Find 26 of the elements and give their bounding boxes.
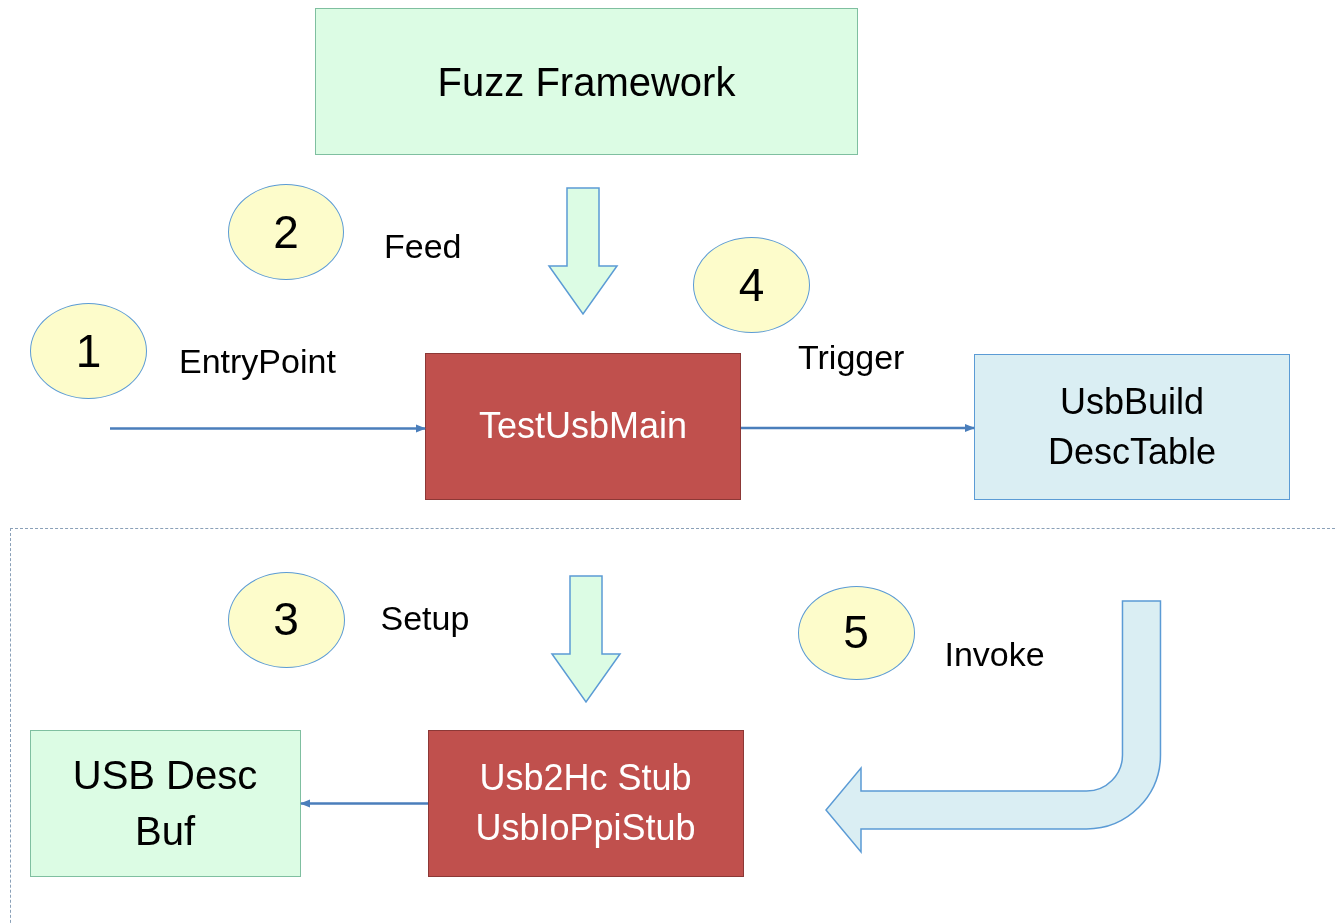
arrow xyxy=(110,424,426,433)
arrow xyxy=(300,799,428,808)
box-label: Usb2Hc Stub UsbIoPpiStub xyxy=(474,755,697,850)
box-label: UsbBuild DescTable xyxy=(1046,379,1218,474)
step-number: 3 xyxy=(273,592,299,648)
box-label: Fuzz Framework xyxy=(437,58,736,106)
process-box xyxy=(29,729,301,877)
process-box xyxy=(974,354,1290,500)
box-label: USB Desc Buf xyxy=(71,752,259,855)
step-number: 2 xyxy=(273,204,299,260)
step-label: Invoke xyxy=(944,634,1045,674)
step-label: Trigger xyxy=(798,338,905,377)
arrow xyxy=(741,424,975,432)
block-arrow xyxy=(825,600,1162,853)
step-label: Setup xyxy=(380,598,470,638)
step-number: 5 xyxy=(843,605,869,661)
step-number: 4 xyxy=(738,257,765,313)
step-number: 1 xyxy=(75,323,102,379)
block-arrow xyxy=(550,575,622,704)
step-label: Feed xyxy=(384,227,462,266)
step-label: EntryPoint xyxy=(179,342,336,381)
block-arrow xyxy=(547,187,619,316)
process-box xyxy=(427,729,744,877)
process-box xyxy=(425,353,741,500)
box-label: TestUsbMain xyxy=(478,404,688,449)
process-box xyxy=(315,8,858,155)
